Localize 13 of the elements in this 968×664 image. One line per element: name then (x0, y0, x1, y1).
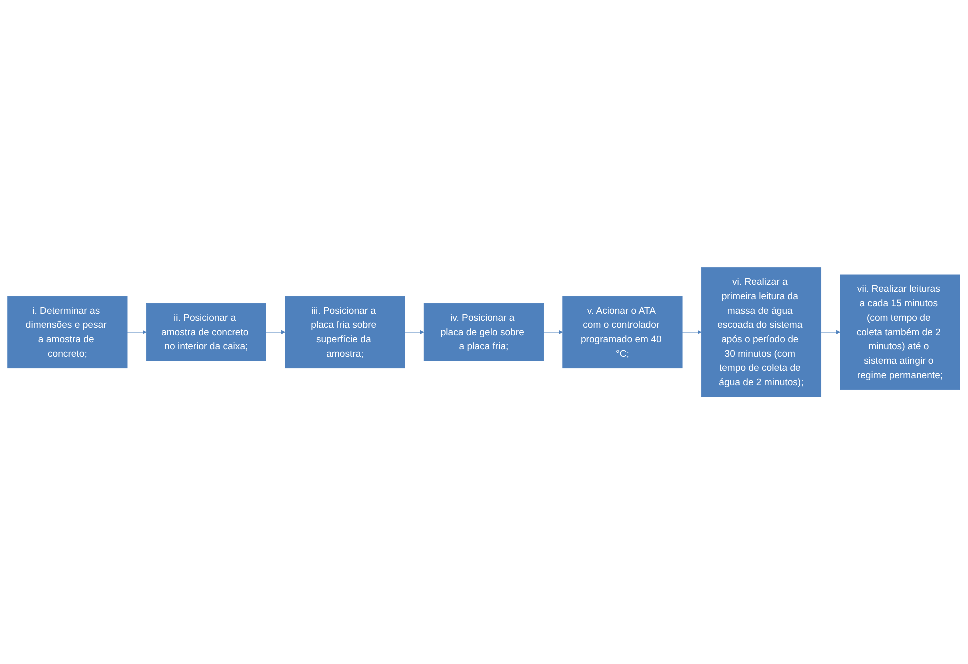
node-box: vi. Realizar a primeira leitura da massa de água escoada do sistema após o período de 30 minutos (com tempo de coleta de água de 2 minutos); (701, 267, 822, 397)
node-box: ii. Posicionar a amostra de concreto no interior da caixa; (146, 303, 267, 361)
node-box: iv. Posicionar a placa de gelo sobre a placa fria; (424, 303, 544, 361)
arrow (543, 330, 564, 334)
arrow (266, 330, 286, 334)
arrow (682, 330, 702, 334)
node-box: v. Acionar o ATA com o controlador programado em 40 °C; (562, 296, 683, 368)
node-box: iii. Posicionar a placa fria sobre superfície da amostra; (285, 296, 406, 368)
arrow (404, 330, 424, 334)
node-box: vii. Realizar leituras a cada 15 minutos (com tempo de coleta também de 2 minutos) até o sistema atingir o regime permanente; (840, 274, 960, 390)
arrow (820, 330, 841, 334)
node-box: i. Determinar as dimensões e pesar a amostra de concreto; (8, 296, 128, 368)
arrow (127, 330, 147, 334)
